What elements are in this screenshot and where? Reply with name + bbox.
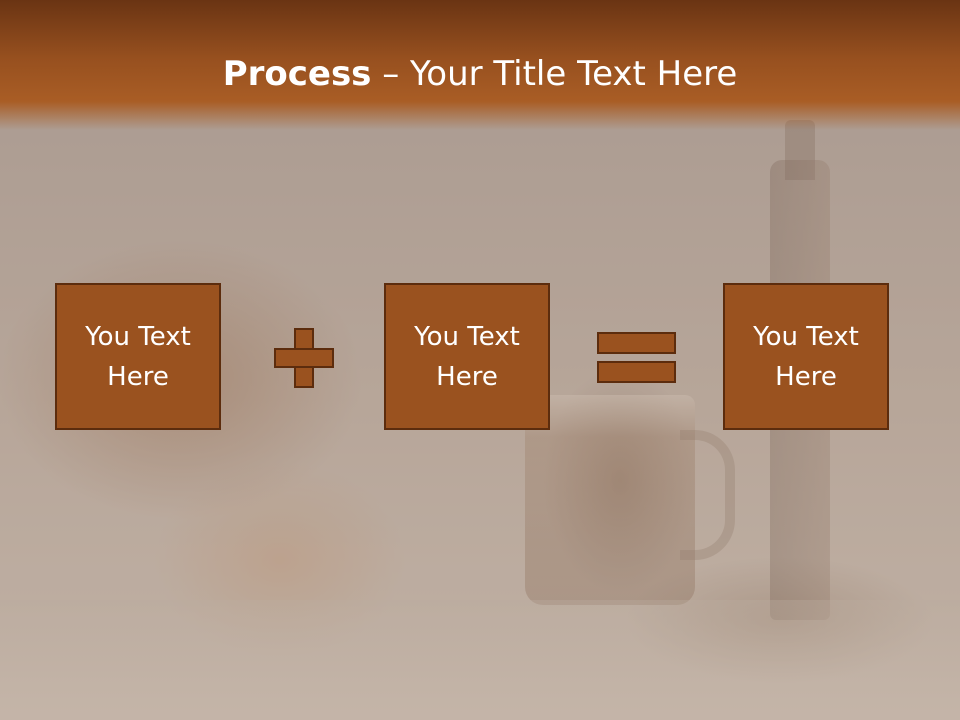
plus-core: [296, 350, 312, 366]
background-cloth: [0, 600, 960, 720]
process-box-3-line1: You Text: [753, 321, 859, 352]
process-box-1-line1: You Text: [85, 321, 191, 352]
process-box-3-text: You Text Here: [746, 317, 866, 397]
process-box-2-text: You Text Here: [407, 317, 527, 397]
title-rest-part: – Your Title Text Here: [371, 54, 738, 94]
equals-icon-top-bar[interactable]: [597, 332, 676, 354]
process-box-2[interactable]: You Text Here: [384, 283, 550, 430]
background-mug-handle: [680, 430, 735, 560]
process-box-2-line1: You Text: [414, 321, 520, 352]
title-bold-part: Process: [222, 54, 372, 94]
process-box-3-line2: Here: [775, 361, 837, 392]
background-bottle-neck: [785, 120, 815, 180]
slide-title[interactable]: Process – Your Title Text Here: [0, 52, 960, 96]
process-box-1-text: You Text Here: [78, 317, 198, 397]
process-box-1-line2: Here: [107, 361, 169, 392]
title-band: Process – Your Title Text Here: [0, 0, 960, 130]
process-box-2-line2: Here: [436, 361, 498, 392]
plus-icon[interactable]: [274, 328, 334, 388]
process-box-1[interactable]: You Text Here: [55, 283, 221, 430]
equals-icon-bottom-bar[interactable]: [597, 361, 676, 383]
background-mug: [525, 395, 695, 605]
process-box-3[interactable]: You Text Here: [723, 283, 889, 430]
